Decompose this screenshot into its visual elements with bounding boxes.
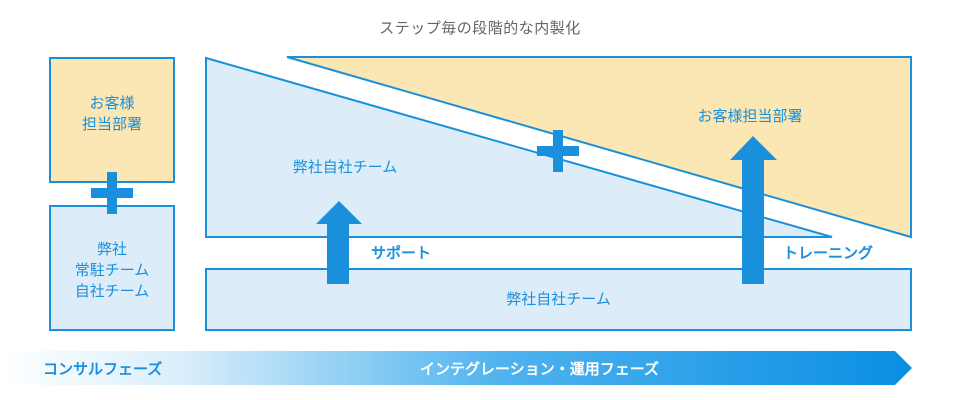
resident-team-line: 自社チーム — [74, 282, 150, 300]
client-department-line: お客様 — [89, 94, 135, 112]
resident-team-line: 弊社 — [96, 240, 127, 258]
client-department-text: お客様 担当部署 — [51, 93, 173, 135]
team-triangle-label: 弊社自社チーム — [292, 158, 398, 176]
training-label: トレーニング — [783, 244, 874, 262]
plus-icon — [537, 130, 579, 172]
diagram-title: ステップ毎の段階的な内製化 — [379, 19, 581, 37]
consulting-phase-label: コンサルフェーズ — [43, 360, 163, 378]
phase-arrow-bar — [0, 351, 912, 385]
team-bottom-bar: 弊社自社チーム — [205, 268, 912, 331]
up-arrow-icon — [730, 136, 777, 284]
support-label: サポート — [371, 244, 432, 262]
up-arrow-icon — [316, 201, 362, 284]
integration-phase-label: インテグレーション・運用フェーズ — [420, 360, 659, 378]
team-triangle — [205, 56, 833, 238]
plus-icon — [91, 172, 133, 214]
resident-team-line: 常駐チーム — [74, 261, 150, 279]
client-department-line: 担当部署 — [81, 115, 142, 133]
resident-team-text: 弊社 常駐チーム 自社チーム — [51, 239, 173, 302]
team-bottom-bar-label: 弊社自社チーム — [506, 290, 611, 308]
client-triangle-label: お客様担当部署 — [697, 107, 803, 125]
